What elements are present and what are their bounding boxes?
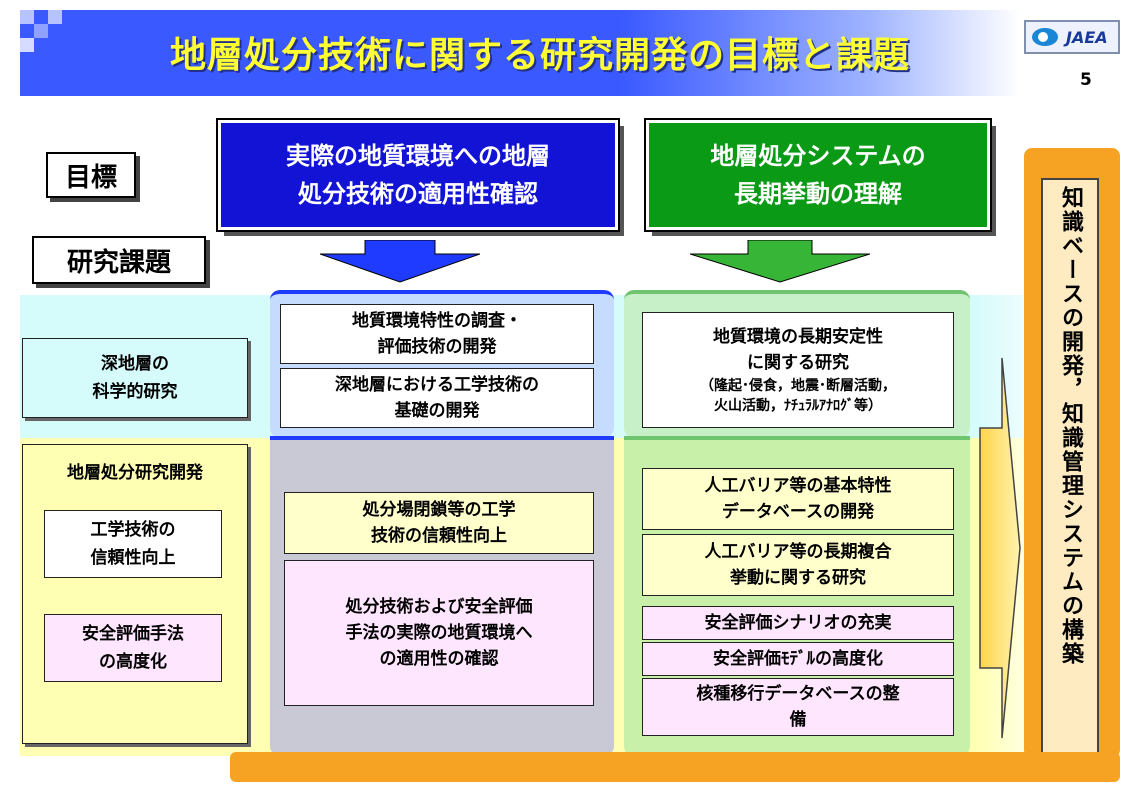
box-line: 地質環境の長期安定性 <box>713 327 883 347</box>
knowledge-panel: 知識ベースの開発，知識管理システムの構築 <box>1041 178 1099 758</box>
row-label-disposal-rd-panel <box>22 444 248 744</box>
box-deep-engineering: 深地層における工学技術の 基礎の開発 <box>280 368 594 428</box>
box-nuclide-database: 核種移行データベースの整 備 <box>642 678 954 736</box>
goal-line: 長期挙動の理解 <box>734 180 902 208</box>
right-arrow <box>979 357 1021 739</box>
box-line: に関する研究 <box>747 353 849 373</box>
box-line: 備 <box>789 710 807 730</box>
bottom-bar <box>230 752 1120 782</box>
box-survey-tech: 地質環境特性の調査・ 評価技術の開発 <box>280 304 594 364</box>
box-barrier-database: 人工バリア等の基本特性 データベースの開発 <box>642 468 954 530</box>
row-label-line: 工学技術の <box>90 520 176 540</box>
goal-line: 地層処分システムの <box>710 142 926 170</box>
box-applicability-check: 処分技術および安全評価 手法の実際の地質環境へ の適用性の確認 <box>284 560 594 706</box>
box-line: 挙動に関する研究 <box>730 568 866 588</box>
box-safety-scenario: 安全評価シナリオの充実 <box>642 606 954 640</box>
box-line: 手法の実際の地質環境へ <box>345 623 533 643</box>
box-line: の適用性の確認 <box>379 649 499 669</box>
down-arrow-green <box>690 240 870 283</box>
row-label-line: 信頼性向上 <box>90 548 176 568</box>
goal-line: 実際の地質環境への地層 <box>286 142 550 170</box>
box-line: 核種移行データベースの整 <box>696 684 900 704</box>
goal-long-term-behavior: 地層処分システムの 長期挙動の理解 <box>644 118 992 232</box>
box-safety-model: 安全評価ﾓﾃﾞﾙの高度化 <box>642 642 954 676</box>
box-line: 処分技術および安全評価 <box>345 597 533 617</box>
box-line: 評価技術の開発 <box>377 337 497 357</box>
jaea-logo-icon <box>1032 28 1058 46</box>
page-number: 5 <box>1080 70 1092 90</box>
row-label-engineering: 工学技術の 信頼性向上 <box>44 510 222 578</box>
row-label-line: 科学的研究 <box>92 382 178 402</box>
row-label-safety: 安全評価手法 の高度化 <box>44 614 222 682</box>
down-arrow-blue <box>320 240 480 283</box>
box-line: 基礎の開発 <box>394 401 480 421</box>
goal-label: 目標 <box>46 152 136 198</box>
box-line: 人工バリア等の長期複合 <box>704 542 892 562</box>
box-line: 地質環境特性の調査・ <box>352 311 522 331</box>
box-detail-line: （隆起･侵食，地震･断層活動， <box>700 378 896 394</box>
box-line: データベースの開発 <box>721 502 875 522</box>
row-label-line: の高度化 <box>99 652 167 672</box>
goal-line: 処分技術の適用性確認 <box>298 180 538 208</box>
goal-applicability: 実際の地質環境への地層 処分技術の適用性確認 <box>216 118 620 232</box>
box-line: 技術の信頼性向上 <box>371 526 507 546</box>
row-label-disposal-rd: 地層処分研究開発 <box>67 463 203 483</box>
knowledge-text: 知識ベースの開発，知識管理システムの構築 <box>1058 186 1083 666</box>
page-title: 地層処分技術に関する研究開発の目標と課題 <box>169 35 910 76</box>
box-detail-line: 火山活動，ﾅﾁｭﾗﾙｱﾅﾛｸﾞ等） <box>714 398 882 414</box>
row-label-deep-geology: 深地層の 科学的研究 <box>22 338 248 418</box>
logo-text: JAEA <box>1066 27 1108 47</box>
title-bar <box>20 10 1020 96</box>
box-long-term-stability: 地質環境の長期安定性 に関する研究 （隆起･侵食，地震･断層活動， 火山活動，ﾅ… <box>642 312 954 428</box>
box-line: 人工バリア等の基本特性 <box>704 476 892 496</box>
box-barrier-long-term: 人工バリア等の長期複合 挙動に関する研究 <box>642 534 954 596</box>
row-label-line: 深地層の <box>101 354 169 374</box>
row-label-line: 安全評価手法 <box>82 624 184 644</box>
jaea-logo: JAEA <box>1024 20 1120 54</box>
box-line: 深地層における工学技術の <box>335 375 539 395</box>
box-closure-engineering: 処分場閉鎖等の工学 技術の信頼性向上 <box>284 492 594 554</box>
research-topics-label: 研究課題 <box>32 236 206 284</box>
box-line: 処分場閉鎖等の工学 <box>362 500 516 520</box>
